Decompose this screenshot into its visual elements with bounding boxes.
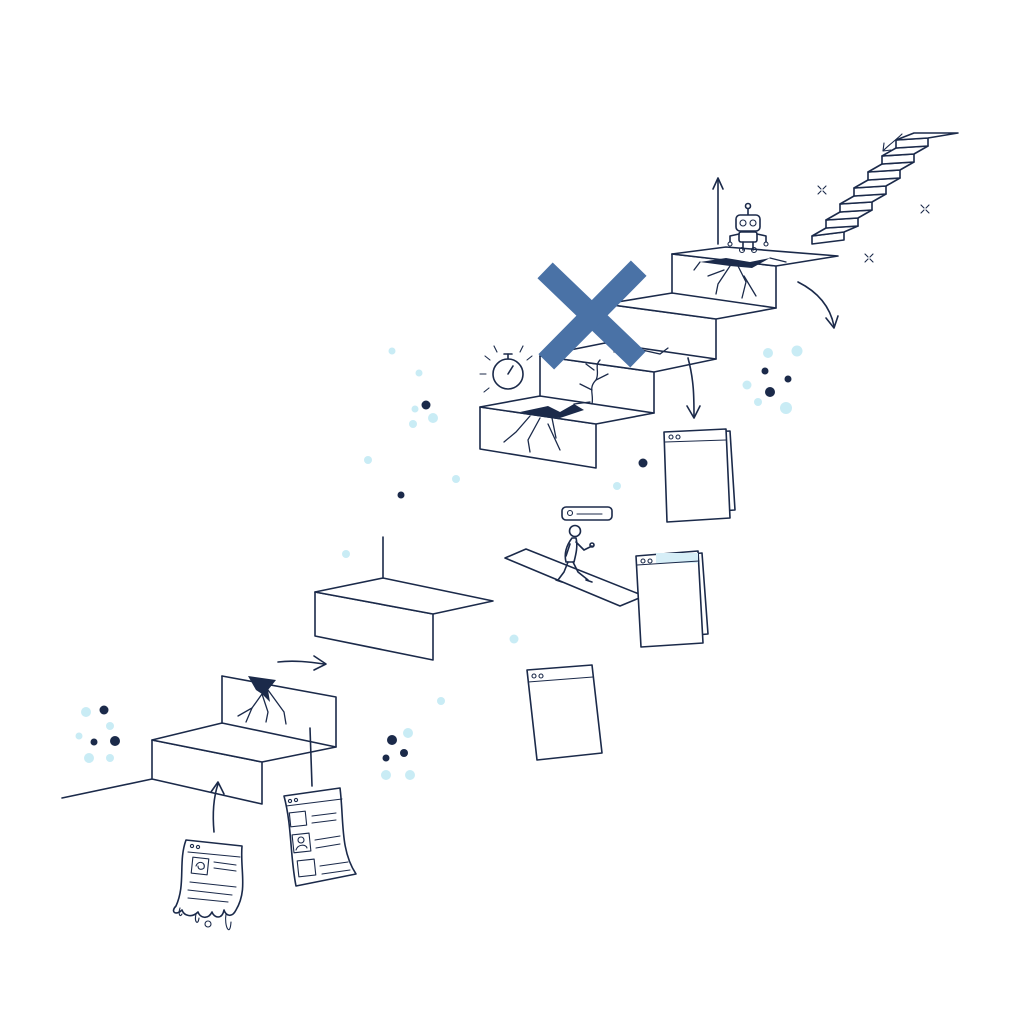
lower-staircase (61, 536, 494, 805)
broken-step-icon (237, 676, 287, 725)
robot-icon (727, 202, 769, 254)
broken-step-icon (503, 401, 591, 453)
arrow-icon (277, 655, 327, 671)
browser-window-icon (526, 664, 603, 761)
walking-person-icon (504, 524, 645, 607)
upper-cracked-staircase (479, 177, 839, 469)
decorative-dots (75, 345, 803, 780)
cross-icon (537, 260, 647, 370)
arrow-icon (712, 177, 724, 245)
sparkle-icon (817, 185, 930, 263)
profile-document-icon (283, 787, 357, 887)
small-staircase-icon (811, 132, 959, 245)
browser-window-icon (635, 550, 709, 648)
melting-document-icon (172, 781, 244, 931)
arrow-icon (686, 357, 701, 419)
broken-step-icon (693, 257, 787, 299)
browser-window-icon (663, 428, 736, 523)
timer-icon (479, 345, 533, 393)
arrow-icon (797, 281, 839, 329)
search-bar-icon (561, 506, 613, 521)
